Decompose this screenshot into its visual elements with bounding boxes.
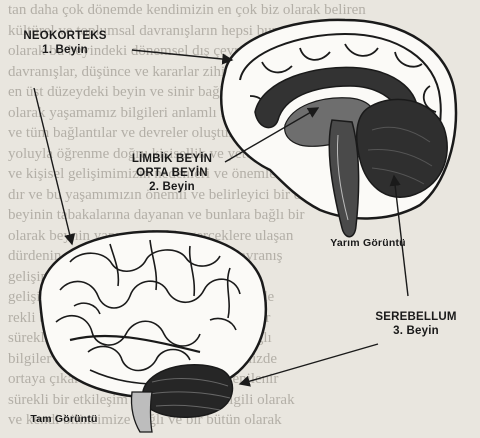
label-limbik: LİMBİK BEYİN ORTA BEYİN 2. Beyin [122,152,222,194]
arrow-limbik [224,107,320,163]
label-serebellum-sub: 3. Beyin [393,325,439,337]
background-text-line: beyinin tabakalarına dayanan ve bunlara … [8,207,305,223]
background-text-line: ve kişisel gelişimimizin nedenleri ve ön… [8,166,286,182]
label-limbik-sub: 2. Beyin [149,181,195,193]
sagittal-brain [219,18,458,238]
label-serebellum: SEREBELLUM 3. Beyin [366,310,466,338]
label-tam-goruntu: Tam Görüntü [30,413,98,425]
label-neokorteks: NEOKORTEKS 1. Beyin [10,29,120,57]
arrow-neokorteks-bottom [33,87,76,246]
background-text-line: tan daha çok dönemde kendimizin en çok b… [8,2,366,18]
background-text-line: yoluyla öğrenme doğru kişisellik ve yete… [8,145,316,162]
label-limbik-mid: ORTA BEYİN [136,167,208,179]
arrow-serebellum-bottom [238,343,379,387]
label-neokorteks-title: NEOKORTEKS [23,30,107,42]
label-serebellum-title: SEREBELLUM [375,311,457,323]
lateral-brain [38,230,268,433]
label-neokorteks-sub: 1. Beyin [42,44,88,56]
label-yarim-goruntu: Yarım Görüntü [330,237,406,249]
pointer-arrows [33,49,409,387]
label-limbik-title: LİMBİK BEYİN [131,153,213,165]
arrow-neokorteks-top [131,49,234,65]
background-text-line: dır ve bu yaşamımızın önemli ve belirley… [8,186,330,203]
arrow-serebellum-top [389,174,409,297]
